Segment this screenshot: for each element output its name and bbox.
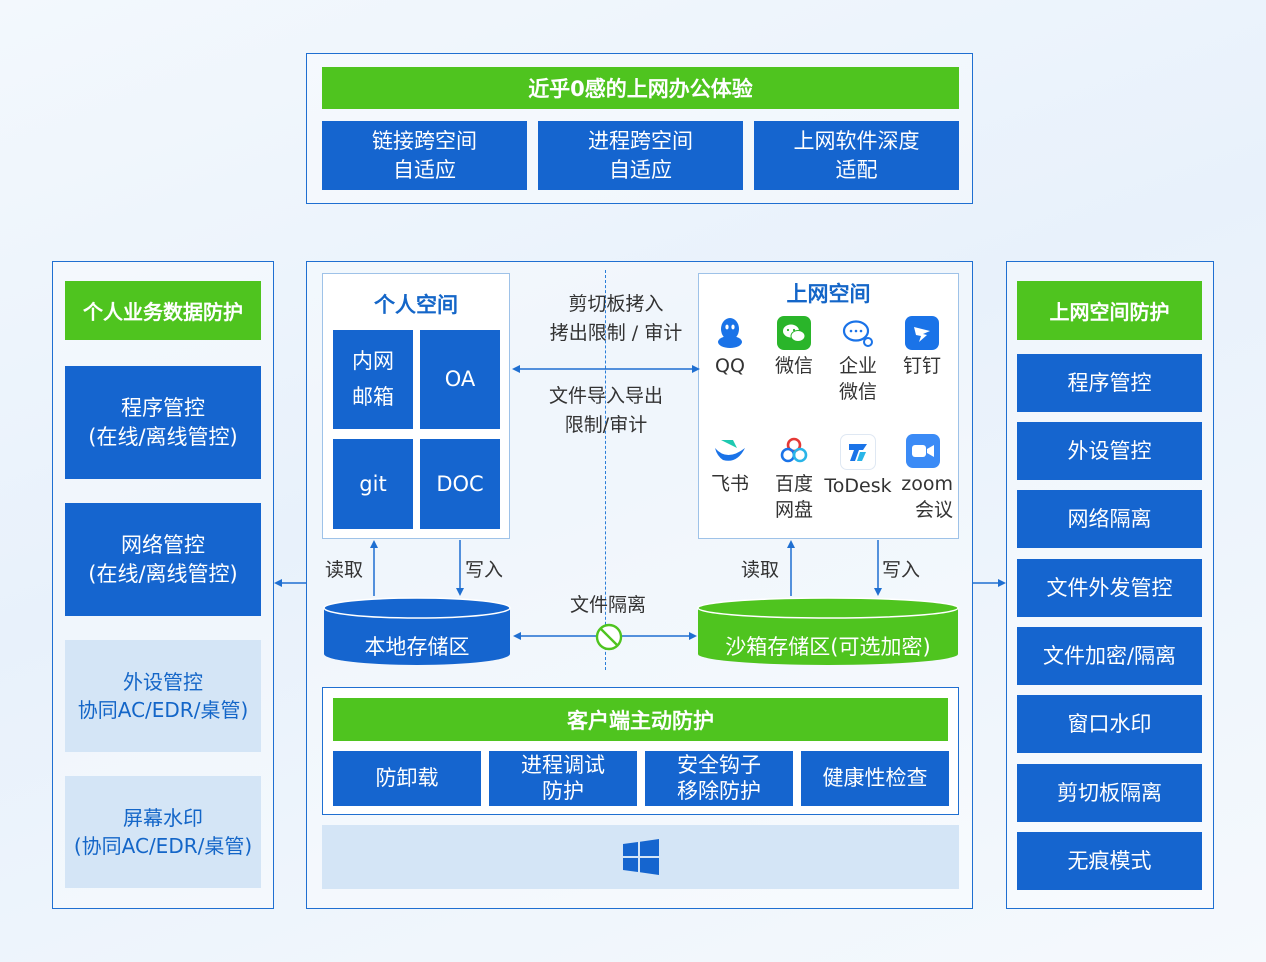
windows-logo-icon xyxy=(622,839,659,875)
left-item-watermark: 屏幕水印 (协同AC/EDR/桌管) xyxy=(65,776,261,888)
personal-read-label: 读取 xyxy=(324,559,363,581)
app-feishu: 飞书 xyxy=(707,434,753,498)
personal-write-label: 写入 xyxy=(464,559,503,581)
personal-read-arrow xyxy=(370,540,378,596)
app-todesk: ToDesk xyxy=(823,434,893,500)
right-item: 文件外发管控 xyxy=(1017,559,1202,617)
os-bar xyxy=(322,825,959,889)
app-dingtalk: 钉钉 xyxy=(899,316,945,380)
right-item: 文件加密/隔离 xyxy=(1017,627,1202,685)
local-storage-label: 本地存储区 xyxy=(364,635,470,659)
zoom-icon xyxy=(906,434,940,468)
todesk-icon xyxy=(840,434,876,470)
right-item: 无痕模式 xyxy=(1017,832,1202,890)
right-item: 网络隔离 xyxy=(1017,490,1202,548)
internet-read-label: 读取 xyxy=(740,559,779,581)
baidu-netdisk-icon xyxy=(777,434,811,468)
clipboard-bidirectional-arrow xyxy=(512,365,700,373)
top-box-process: 进程跨空间 自适应 xyxy=(538,121,743,190)
left-item-program: 程序管控 (在线/离线管控) xyxy=(65,366,261,479)
tile-doc: DOC xyxy=(420,439,500,529)
left-title: 个人业务数据防护 xyxy=(65,281,261,340)
app-label: 钉钉 xyxy=(902,355,941,377)
app-label: ToDesk xyxy=(824,475,892,497)
tile-git: git xyxy=(333,439,413,529)
right-item: 程序管控 xyxy=(1017,354,1202,412)
app-wechat: 微信 xyxy=(771,316,817,380)
top-box-adapt: 上网软件深度 适配 xyxy=(754,121,959,190)
app-label: 百度 网盘 xyxy=(774,473,813,521)
app-label: QQ xyxy=(715,355,745,377)
wechat-icon xyxy=(777,316,811,350)
arrow-to-left xyxy=(274,579,306,587)
sandbox-storage-label: 沙箱存储区(可选加密) xyxy=(725,635,931,659)
app-wecom: 企业 微信 xyxy=(835,316,881,405)
personal-write-arrow xyxy=(456,540,464,596)
internet-space-title: 上网空间 xyxy=(786,282,871,306)
client-item-hook-protection: 安全钩子 移除防护 xyxy=(645,751,793,806)
sandbox-storage-cylinder xyxy=(697,597,959,665)
right-item: 剪切板隔离 xyxy=(1017,764,1202,822)
right-item: 外设管控 xyxy=(1017,422,1202,480)
app-label: zoom 会议 xyxy=(901,473,953,521)
app-label: 企业 微信 xyxy=(838,355,877,403)
client-item-health-check: 健康性检查 xyxy=(801,751,949,806)
top-box-link: 链接跨空间 自适应 xyxy=(322,121,527,190)
space-divider-line xyxy=(605,270,606,670)
dingtalk-icon xyxy=(905,316,939,350)
app-baidu-netdisk: 百度 网盘 xyxy=(771,434,817,523)
app-label: 飞书 xyxy=(710,473,749,495)
local-storage-cylinder xyxy=(323,597,511,665)
personal-space-title: 个人空间 xyxy=(374,293,458,317)
clipboard-control-label: 剪切板拷入 拷出限制 / 审计 xyxy=(549,293,683,345)
blocked-icon xyxy=(595,623,623,651)
top-title: 近乎0感的上网办公体验 xyxy=(322,67,959,109)
tile-intranet-mail: 内网 邮箱 xyxy=(333,330,413,429)
qq-icon xyxy=(713,316,747,350)
client-item-anti-uninstall: 防卸载 xyxy=(333,751,481,806)
app-zoom: zoom 会议 xyxy=(893,434,953,523)
wecom-icon xyxy=(841,316,875,350)
app-label: 微信 xyxy=(774,355,813,377)
internet-read-arrow xyxy=(787,540,795,596)
client-item-debug-protection: 进程调试 防护 xyxy=(489,751,637,806)
left-item-peripheral: 外设管控 协同AC/EDR/桌管) xyxy=(65,640,261,752)
arrow-to-right xyxy=(973,579,1006,587)
left-item-network: 网络管控 (在线/离线管控) xyxy=(65,503,261,616)
client-protection-title: 客户端主动防护 xyxy=(333,698,948,741)
internet-write-arrow xyxy=(874,540,882,596)
file-isolation-label: 文件隔离 xyxy=(569,594,646,616)
right-item: 窗口水印 xyxy=(1017,695,1202,753)
feishu-icon xyxy=(713,434,747,468)
app-qq: QQ xyxy=(707,316,753,380)
tile-oa: OA xyxy=(420,330,500,429)
internet-write-label: 写入 xyxy=(881,559,920,581)
right-title: 上网空间防护 xyxy=(1017,281,1202,340)
file-io-control-label: 文件导入导出 限制/审计 xyxy=(548,385,663,437)
